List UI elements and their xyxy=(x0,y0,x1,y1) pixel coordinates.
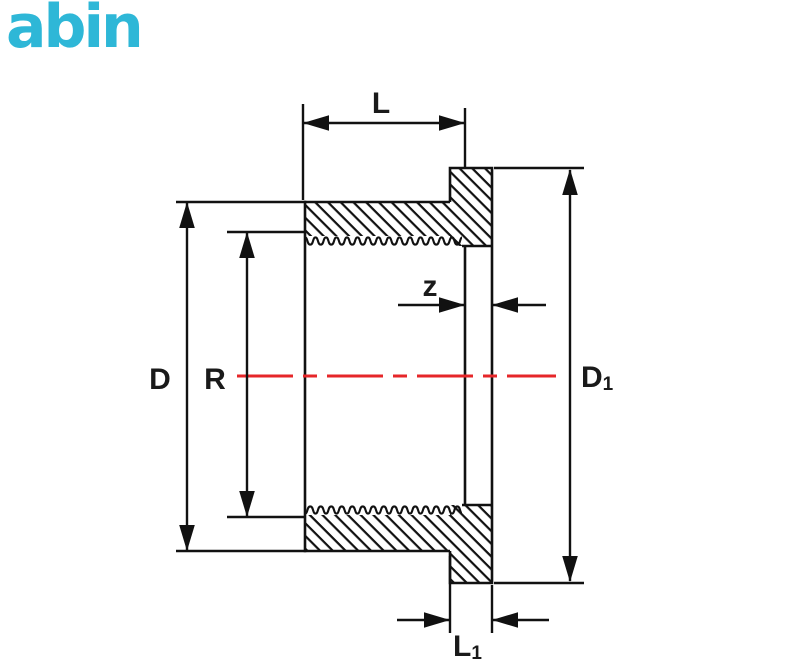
label-D1-base: D xyxy=(581,361,603,394)
hatch-bottom-flange xyxy=(450,505,492,583)
label-D1: D1 xyxy=(581,361,614,395)
label-L1-base: L xyxy=(453,630,471,663)
dimension-D1 xyxy=(494,166,584,585)
label-L1-subscript: 1 xyxy=(471,643,482,664)
hatch-top-flange xyxy=(450,168,492,246)
label-D: D xyxy=(149,363,171,396)
label-z: z xyxy=(423,270,438,303)
dimension-R xyxy=(227,230,304,519)
thread-profile xyxy=(305,236,462,515)
hatch-bottom-wall xyxy=(305,515,450,551)
label-D1-subscript: 1 xyxy=(603,374,614,395)
thread-bottom xyxy=(305,505,462,515)
section-hatch xyxy=(305,168,492,583)
label-L: L xyxy=(372,87,390,120)
label-L1: L1 xyxy=(453,630,482,664)
dimension-L xyxy=(301,104,467,200)
dimension-L1 xyxy=(397,556,549,633)
label-R: R xyxy=(204,363,226,396)
brand-logo: abin xyxy=(6,0,144,62)
hatch-top-wall xyxy=(305,202,450,236)
thread-top xyxy=(305,236,462,246)
